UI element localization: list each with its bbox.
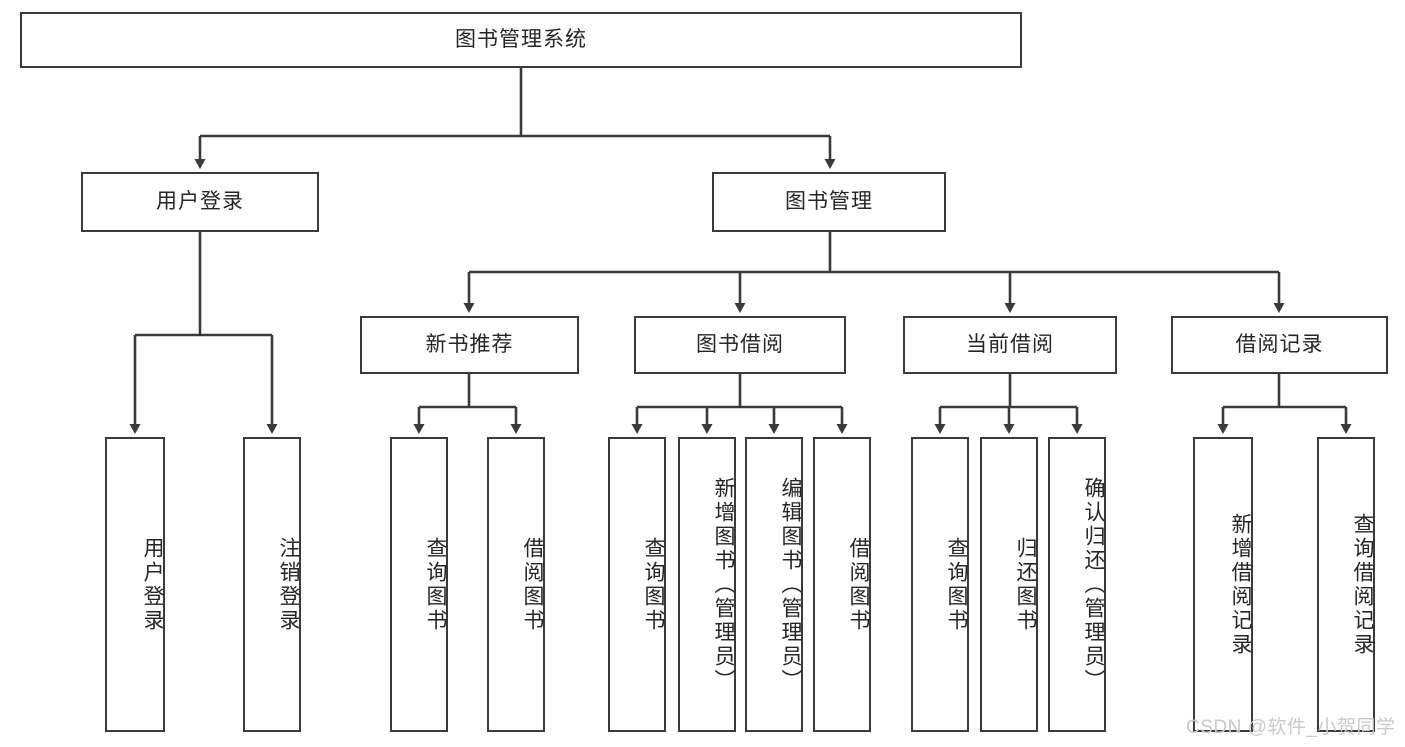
leaf-node-return-books[interactable]: 归还图书 [980, 437, 1038, 732]
node-root-system[interactable]: 图书管理系统 [20, 12, 1022, 68]
leaf-node-user-login[interactable]: 用户登录 [105, 437, 165, 732]
leaf-node-query-books-current[interactable]: 查询图书 [911, 437, 969, 732]
leaf-node-edit-book-admin[interactable]: 编辑图书（管理员） [745, 437, 803, 732]
leaf-node-query-books-recommend[interactable]: 查询图书 [390, 437, 448, 732]
leaf-node-query-borrow-record[interactable]: 查询借阅记录 [1317, 437, 1375, 732]
leaf-node-borrow-books-recommend[interactable]: 借阅图书 [487, 437, 545, 732]
node-new-book-recommendation[interactable]: 新书推荐 [360, 316, 579, 374]
node-book-borrowing[interactable]: 图书借阅 [634, 316, 846, 374]
node-book-management[interactable]: 图书管理 [712, 172, 946, 232]
node-current-borrowing[interactable]: 当前借阅 [903, 316, 1117, 374]
leaf-node-add-book-admin[interactable]: 新增图书（管理员） [678, 437, 736, 732]
leaf-node-add-borrow-record[interactable]: 新增借阅记录 [1193, 437, 1253, 732]
node-user-login[interactable]: 用户登录 [81, 172, 319, 232]
leaf-node-query-books-borrowing[interactable]: 查询图书 [608, 437, 666, 732]
leaf-node-logout[interactable]: 注销登录 [243, 437, 301, 732]
node-borrow-records[interactable]: 借阅记录 [1171, 316, 1388, 374]
leaf-node-borrow-books-borrowing[interactable]: 借阅图书 [813, 437, 871, 732]
csdn-watermark: CSDN @软件_小贺同学 [1186, 717, 1396, 738]
leaf-node-confirm-return-admin[interactable]: 确认归还（管理员） [1048, 437, 1106, 732]
